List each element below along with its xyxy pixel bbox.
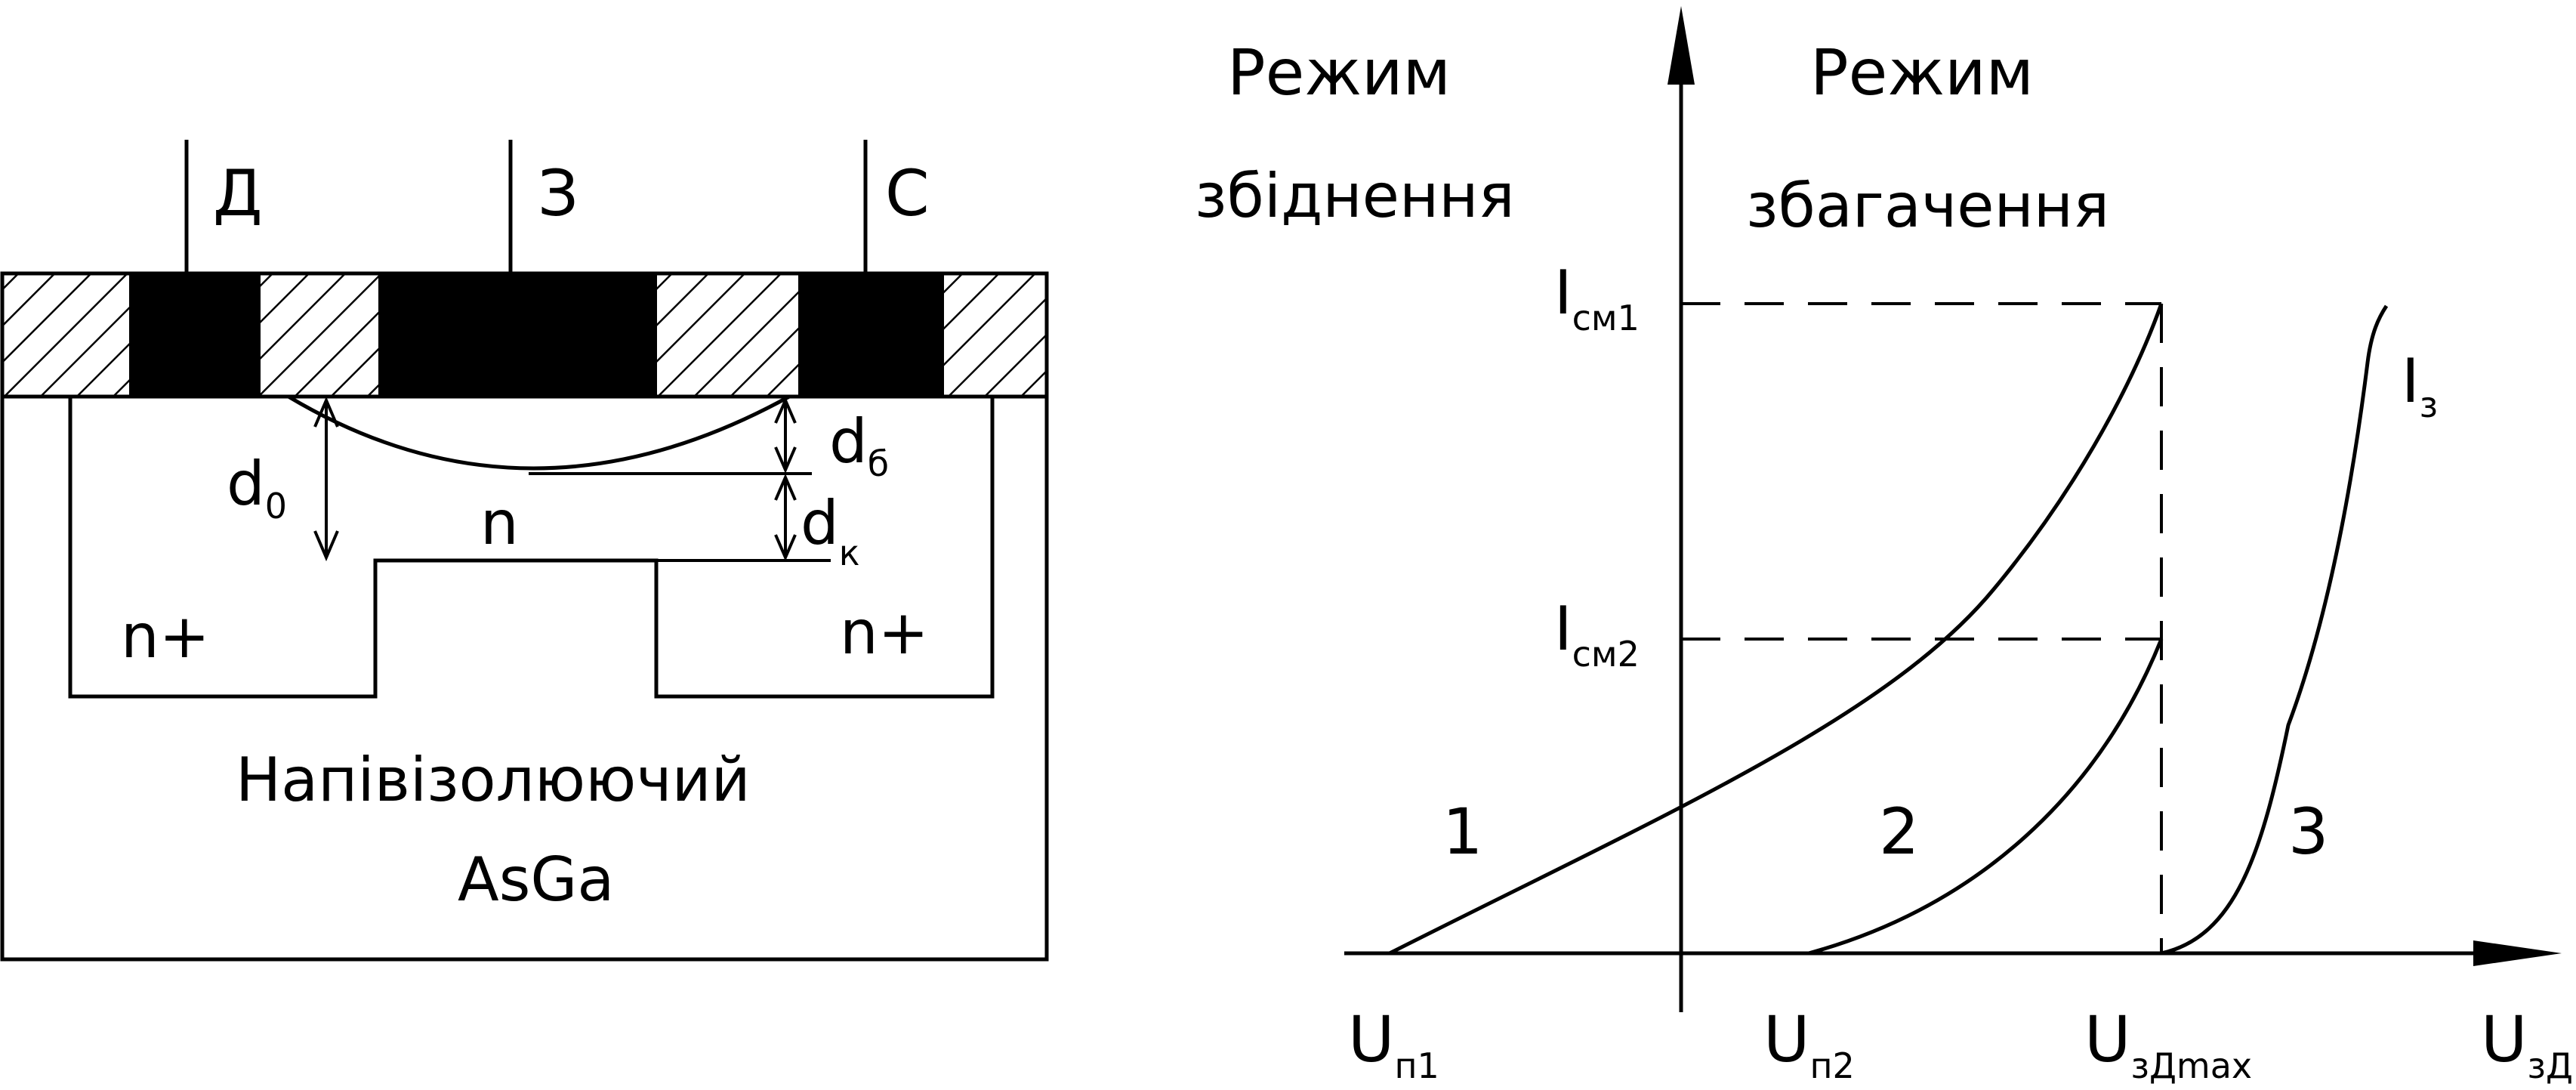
gate-contact xyxy=(378,273,657,397)
n-plus-right-label: n+ xyxy=(840,597,929,668)
channel-label: n xyxy=(480,488,519,558)
ic1-label: Iсм1 xyxy=(1554,258,1640,338)
mode-enhancement-line1: Режим xyxy=(1810,36,2034,110)
d0-dimension-arrow xyxy=(313,396,339,562)
up2-label: Uп2 xyxy=(1763,1002,1855,1086)
n-plus-region-outline xyxy=(68,397,995,699)
curve-2 xyxy=(1808,638,2164,956)
y-axis-arrowhead xyxy=(1667,6,1695,85)
curve-2-label: 2 xyxy=(1879,795,1919,869)
ic2-label: Iсм2 xyxy=(1554,594,1640,675)
curve-1-label: 1 xyxy=(1442,795,1482,869)
uzd-label: UзД xyxy=(2481,1002,2573,1086)
gate-label: З xyxy=(538,156,578,230)
mode-depletion-line2: збіднення xyxy=(1195,161,1515,231)
source-label: С xyxy=(885,156,930,230)
source-contact xyxy=(798,273,944,397)
depletion-boundary xyxy=(287,394,791,471)
iz-label: Iз xyxy=(2402,346,2438,425)
dk-dimension-arrow xyxy=(774,473,797,562)
d0-label: d0 xyxy=(227,449,287,526)
n-plus-left-label: n+ xyxy=(121,601,210,672)
curve-1 xyxy=(1388,303,2164,956)
drain-label: Д xyxy=(213,156,263,230)
mode-depletion-line1: Режим xyxy=(1227,36,1451,110)
mode-enhancement-line2: збагачення xyxy=(1746,171,2109,241)
transfer-characteristics: Режим збіднення Режим збагачення Iсм1 Iс… xyxy=(1195,6,2573,1086)
mesfet-cross-section: Д З С d0 dб dк n n+ n+ Напівізолюючий As… xyxy=(0,140,1049,962)
dashed-guides xyxy=(1681,302,2163,953)
drain-contact xyxy=(129,273,261,397)
x-axis-arrowhead xyxy=(2473,940,2562,966)
uzmax-label: UзДmax xyxy=(2084,1002,2252,1086)
dk-label: dк xyxy=(801,488,860,573)
up1-label: Uп1 xyxy=(1348,1002,1439,1086)
db-dimension-arrow xyxy=(774,396,797,474)
db-label: dб xyxy=(829,406,889,484)
curve-3 xyxy=(2161,304,2389,956)
substrate-label-line1: Напівізолюючий xyxy=(236,745,751,815)
substrate-label-line2: AsGa xyxy=(458,845,614,915)
curve-3-label: 3 xyxy=(2288,795,2328,869)
